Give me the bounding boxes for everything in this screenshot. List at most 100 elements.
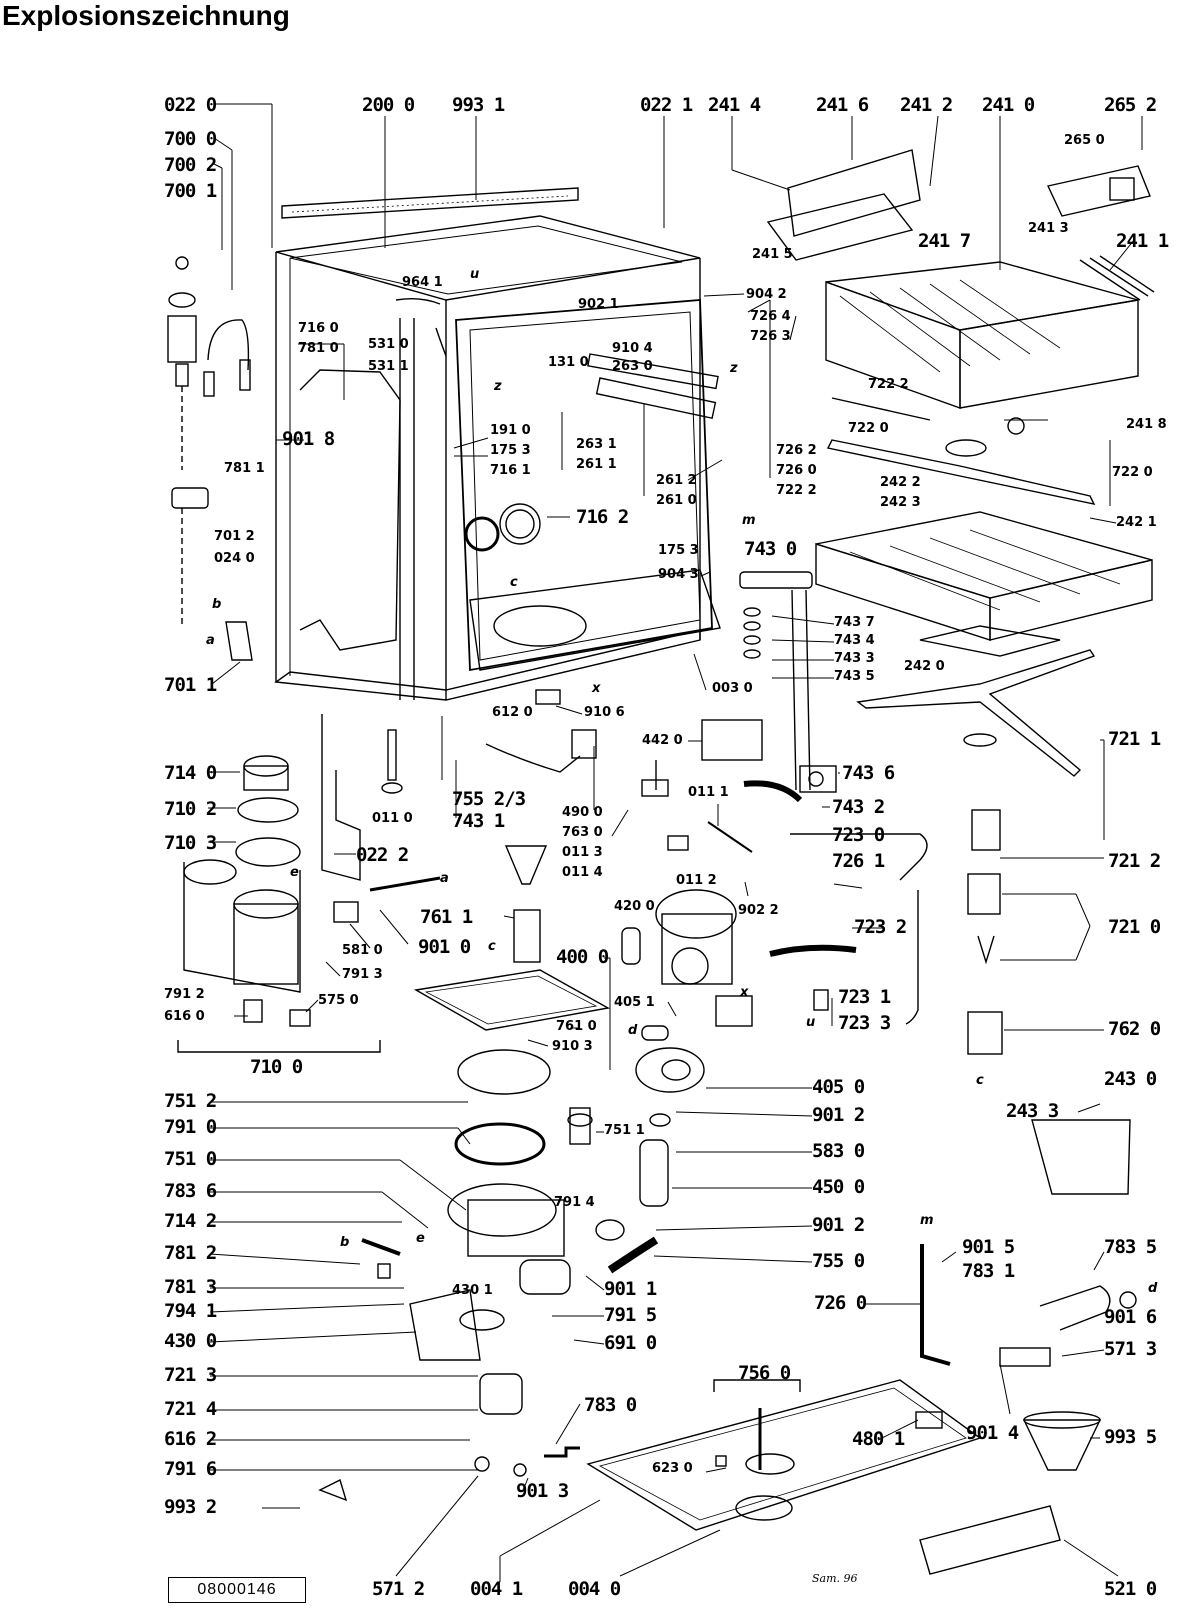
callout-755-0: 755 0 bbox=[812, 1250, 865, 1272]
marker-letter: e bbox=[416, 1231, 425, 1246]
callout-726-4: 726 4 bbox=[750, 309, 791, 324]
callout-265-2: 265 2 bbox=[1104, 94, 1157, 116]
callout-701-2: 701 2 bbox=[214, 529, 255, 544]
callout-723-0: 723 0 bbox=[832, 824, 885, 846]
callout-175-3b: 175 3 bbox=[658, 543, 699, 558]
callout-791-2: 791 2 bbox=[164, 987, 205, 1002]
callout-723-3: 723 3 bbox=[838, 1012, 891, 1034]
callout-571-3: 571 3 bbox=[1104, 1338, 1157, 1360]
callout-783-5: 783 5 bbox=[1104, 1236, 1157, 1258]
callout-722-2b: 722 2 bbox=[776, 483, 817, 498]
callout-710-0: 710 0 bbox=[250, 1056, 303, 1078]
callout-263-1: 263 1 bbox=[576, 437, 617, 452]
callout-430-1: 430 1 bbox=[452, 1283, 493, 1298]
callout-726-1: 726 1 bbox=[832, 850, 885, 872]
callout-131-0: 131 0 bbox=[548, 355, 589, 370]
callout-751-1: 751 1 bbox=[604, 1123, 645, 1138]
marker-letter: c bbox=[510, 575, 518, 590]
callout-791-4: 791 4 bbox=[554, 1195, 595, 1210]
marker-letter: m bbox=[920, 1213, 934, 1228]
callout-241-8: 241 8 bbox=[1126, 417, 1167, 432]
callout-781-1: 781 1 bbox=[224, 461, 265, 476]
middle-parts bbox=[701, 571, 928, 1025]
callout-743-4: 743 4 bbox=[834, 633, 875, 648]
upper-rack bbox=[766, 149, 1155, 409]
callout-743-2: 743 2 bbox=[832, 796, 885, 818]
callout-405-0: 405 0 bbox=[812, 1076, 865, 1098]
callout-261-2: 261 2 bbox=[656, 473, 697, 488]
callout-191-0: 191 0 bbox=[490, 423, 531, 438]
callout-450-0: 450 0 bbox=[812, 1176, 865, 1198]
marker-letter: u bbox=[806, 1015, 816, 1030]
callout-700-1: 700 1 bbox=[164, 180, 217, 202]
callout-726-0: 726 0 bbox=[776, 463, 817, 478]
callout-721-2: 721 2 bbox=[1108, 850, 1161, 872]
callout-521-0: 521 0 bbox=[1104, 1578, 1157, 1600]
callout-721-3: 721 3 bbox=[164, 1364, 217, 1386]
callout-612-0: 612 0 bbox=[492, 705, 533, 720]
callout-723-1: 723 1 bbox=[838, 986, 891, 1008]
callout-743-0: 743 0 bbox=[744, 538, 797, 560]
drafter-signature: Sam. 96 bbox=[812, 1572, 858, 1585]
sump-assembly bbox=[361, 845, 611, 1415]
marker-letter: x bbox=[740, 985, 749, 1000]
callout-901-2: 901 2 bbox=[812, 1104, 865, 1126]
callout-721-0: 721 0 bbox=[1108, 916, 1161, 938]
callout-723-2: 723 2 bbox=[854, 916, 907, 938]
marker-letter: c bbox=[488, 939, 496, 954]
callout-910-4: 910 4 bbox=[612, 341, 653, 356]
callout-783-6: 783 6 bbox=[164, 1180, 217, 1202]
callout-964-1: 964 1 bbox=[402, 275, 443, 290]
callout-751-0: 751 0 bbox=[164, 1148, 217, 1170]
callout-901-2b: 901 2 bbox=[812, 1214, 865, 1236]
marker-letter: d bbox=[628, 1023, 638, 1038]
callout-263-0: 263 0 bbox=[612, 359, 653, 374]
cabinet-frame bbox=[274, 187, 721, 881]
callout-700-0: 700 0 bbox=[164, 128, 217, 150]
callout-004-1: 004 1 bbox=[470, 1578, 523, 1600]
callout-531-1: 531 1 bbox=[368, 359, 409, 374]
small-fittings bbox=[318, 689, 857, 1502]
callout-721-4: 721 4 bbox=[164, 1398, 217, 1420]
callout-701-1: 701 1 bbox=[164, 674, 217, 696]
callout-726-2: 726 2 bbox=[776, 443, 817, 458]
callout-200-0: 200 0 bbox=[362, 94, 415, 116]
callout-993-1: 993 1 bbox=[452, 94, 505, 116]
callout-901-6: 901 6 bbox=[1104, 1306, 1157, 1328]
callout-242-2: 242 2 bbox=[880, 475, 921, 490]
callout-714-2: 714 2 bbox=[164, 1210, 217, 1232]
callout-901-0: 901 0 bbox=[418, 936, 471, 958]
callout-904-3: 904 3 bbox=[658, 567, 699, 582]
marker-letter: a bbox=[440, 871, 449, 886]
callout-726-0b: 726 0 bbox=[814, 1292, 867, 1314]
callout-755-2-3: 755 2/3 bbox=[452, 788, 526, 810]
callout-910-6: 910 6 bbox=[584, 705, 625, 720]
callout-901-4: 901 4 bbox=[966, 1422, 1019, 1444]
callout-243-3: 243 3 bbox=[1006, 1100, 1059, 1122]
callout-241-5: 241 5 bbox=[752, 247, 793, 262]
callout-011-3: 011 3 bbox=[562, 845, 603, 860]
callout-175-3: 175 3 bbox=[490, 443, 531, 458]
callout-751-2: 751 2 bbox=[164, 1090, 217, 1112]
callout-901-3: 901 3 bbox=[516, 1480, 569, 1502]
marker-letter: c bbox=[976, 1073, 984, 1088]
marker-letter: z bbox=[494, 379, 502, 394]
callout-716-2: 716 2 bbox=[576, 506, 629, 528]
callout-531-0: 531 0 bbox=[368, 337, 409, 352]
hose-parts bbox=[920, 1119, 1137, 1471]
marker-letter: m bbox=[742, 513, 756, 528]
callout-022-1: 022 1 bbox=[640, 94, 693, 116]
leader-lines bbox=[208, 103, 1143, 1582]
callout-781-0: 781 0 bbox=[298, 341, 339, 356]
callout-743-5: 743 5 bbox=[834, 669, 875, 684]
callout-902-2: 902 2 bbox=[738, 903, 779, 918]
lower-rack bbox=[815, 511, 1153, 657]
marker-letter: d bbox=[1148, 1281, 1158, 1296]
callout-993-2: 993 2 bbox=[164, 1496, 217, 1518]
callout-743-6: 743 6 bbox=[842, 762, 895, 784]
callout-022-0: 022 0 bbox=[164, 94, 217, 116]
callout-762-0: 762 0 bbox=[1108, 1018, 1161, 1040]
callout-242-0: 242 0 bbox=[904, 659, 945, 674]
pump-motor bbox=[595, 889, 753, 1274]
marker-letter: a bbox=[206, 633, 215, 648]
